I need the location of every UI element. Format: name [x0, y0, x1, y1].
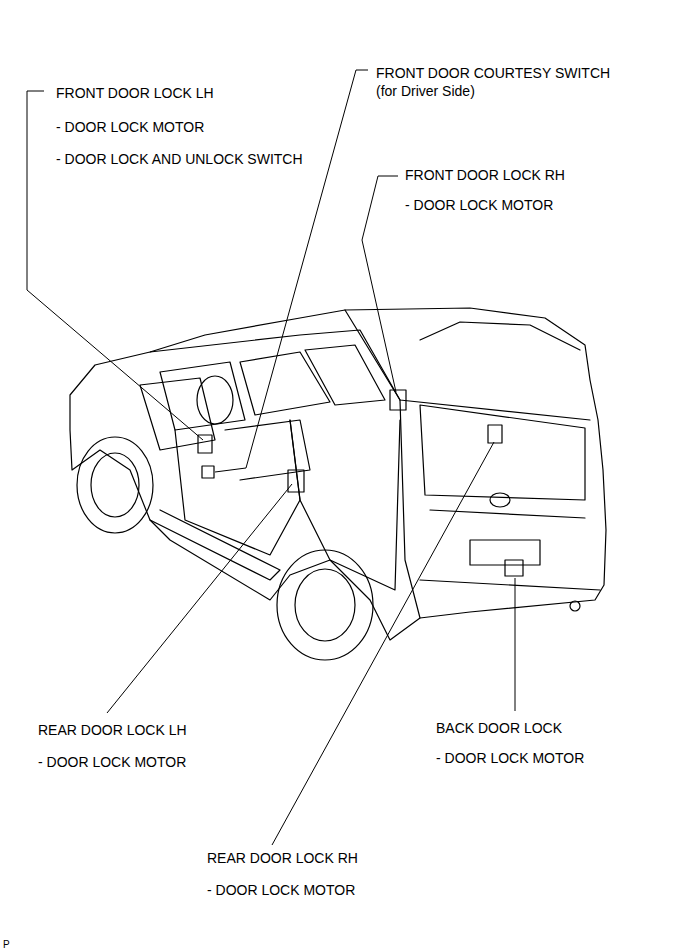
part-item: - DOOR LOCK MOTOR — [436, 750, 584, 766]
part-name: FRONT DOOR LOCK RH — [405, 167, 565, 183]
part-name: FRONT DOOR COURTESY SWITCH — [376, 65, 610, 81]
page-mark: P — [3, 939, 10, 951]
part-name: REAR DOOR LOCK LH — [38, 722, 187, 738]
part-item: - DOOR LOCK MOTOR — [56, 119, 204, 135]
part-note: (for Driver Side) — [376, 83, 475, 99]
part-name: REAR DOOR LOCK RH — [207, 850, 358, 866]
part-item: - DOOR LOCK MOTOR — [38, 754, 186, 770]
part-item: - DOOR LOCK AND UNLOCK SWITCH — [56, 151, 303, 167]
part-item: - DOOR LOCK MOTOR — [405, 197, 553, 213]
part-item: - DOOR LOCK MOTOR — [207, 882, 355, 898]
part-name: BACK DOOR LOCK — [436, 720, 562, 736]
part-name: FRONT DOOR LOCK LH — [56, 85, 214, 101]
